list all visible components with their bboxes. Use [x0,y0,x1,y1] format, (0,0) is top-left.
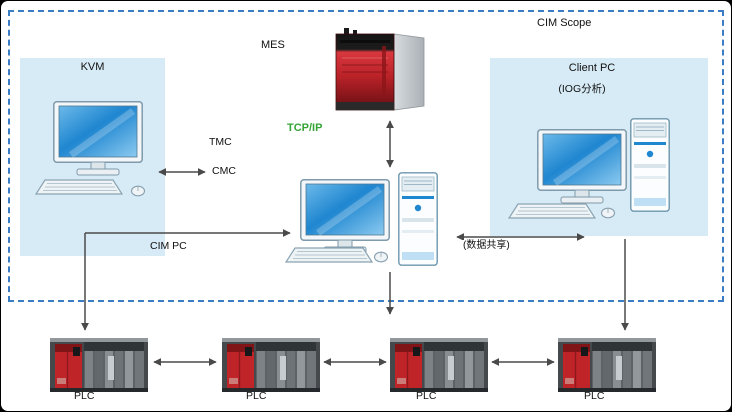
plc-photo-4 [557,337,657,393]
client-tower-icon [630,118,670,212]
plc-photo-1 [49,337,149,393]
client-monitor-icon [538,130,626,203]
tmc-label: TMC [209,136,232,148]
plc-label-3: PLC [416,390,437,402]
plc-photo-2 [221,337,321,393]
plc-label-2: PLC [246,390,267,402]
kvm-label: KVM [80,61,105,73]
cim-keyboard-icon [285,247,373,263]
cim-client-link-label: (数据共享) [461,240,512,251]
cim-mouse-icon [373,251,389,263]
connector-arrows [81,120,629,366]
kvm-monitor-icon [54,102,142,175]
cim-monitor-icon [301,180,389,253]
tcpip-label: TCP/IP [287,122,323,134]
mes-server-icon [335,27,425,111]
kvm-mouse-icon [130,185,146,197]
plc-photo-3 [389,337,489,393]
client-pc-title: Client PC [568,62,616,74]
client-pc-subtitle: (IOG分析) [558,83,606,95]
cmc-label: CMC [212,165,236,177]
cim-pc-icon [285,172,438,266]
client-pc-icon [508,118,670,219]
client-keyboard-icon [508,203,596,219]
mes-label: MES [261,39,285,51]
cim-pc-label: CIM PC [150,240,187,252]
kvm-computer-icon [35,102,146,197]
cim-scope-label: CIM Scope [537,17,592,29]
kvm-keyboard-icon [35,179,123,195]
plc-label-4: PLC [584,390,605,402]
plc-label-1: PLC [74,390,95,402]
cim-tower-icon [398,172,438,266]
cim-scope-boundary [8,10,724,302]
client-mouse-icon [600,207,616,219]
